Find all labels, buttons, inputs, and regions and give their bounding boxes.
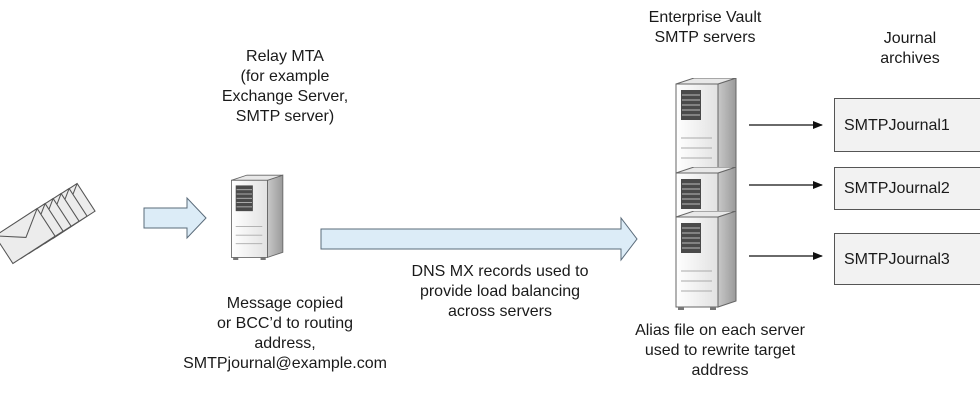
dns-note-line: provide load balancing: [419, 283, 581, 300]
journal-archive-label: SMTPJournal2: [844, 180, 950, 197]
envelopes-to-relay-arrow: [143, 196, 207, 240]
journal-archive-box: SMTPJournal2: [834, 167, 980, 210]
vault-note-line: used to rewrite target: [644, 342, 796, 359]
dns-note-line: across servers: [447, 303, 553, 320]
relay-title-line: Relay MTA: [246, 48, 324, 65]
archives-title: Journal archives: [860, 29, 960, 69]
relay-note-line: SMTPjournal@example.com: [183, 355, 387, 372]
archives-title-line: Journal: [883, 30, 937, 47]
relay-server-icon: [230, 174, 284, 261]
message-envelopes-icon: [0, 182, 96, 265]
archives-title-line: archives: [880, 50, 940, 67]
journal-archive-label: SMTPJournal1: [844, 117, 950, 134]
vault-title-line: SMTP servers: [654, 29, 756, 46]
journal-archive-label: SMTPJournal3: [844, 251, 950, 268]
relay-to-vault-arrow: [320, 216, 638, 262]
vault-server-3-icon: [675, 211, 737, 311]
vault-note: Alias file on each server used to rewrit…: [590, 321, 850, 381]
relay-note-line: or BCC’d to routing: [216, 315, 354, 332]
vault-title-line: Enterprise Vault: [648, 9, 762, 26]
vault-note-line: Alias file on each server: [635, 322, 805, 339]
relay-note: Message copied or BCC’d to routing addre…: [150, 294, 420, 374]
relay-title: Relay MTA (for example Exchange Server, …: [200, 47, 370, 127]
dns-note-line: DNS MX records used to: [411, 263, 589, 280]
journal-archive-box: SMTPJournal3: [834, 233, 980, 285]
vault-note-line: address: [691, 362, 749, 379]
journal-archive-box: SMTPJournal1: [834, 98, 980, 152]
relay-title-line: SMTP server): [235, 108, 335, 125]
relay-title-line: Exchange Server,: [221, 88, 349, 105]
relay-title-line: (for example: [240, 68, 330, 85]
relay-note-line: address,: [254, 335, 316, 352]
relay-note-line: Message copied: [226, 295, 344, 312]
dns-note: DNS MX records used to provide load bala…: [370, 262, 630, 322]
vault-server-1-icon: [675, 78, 737, 178]
vault-title: Enterprise Vault SMTP servers: [625, 8, 785, 48]
